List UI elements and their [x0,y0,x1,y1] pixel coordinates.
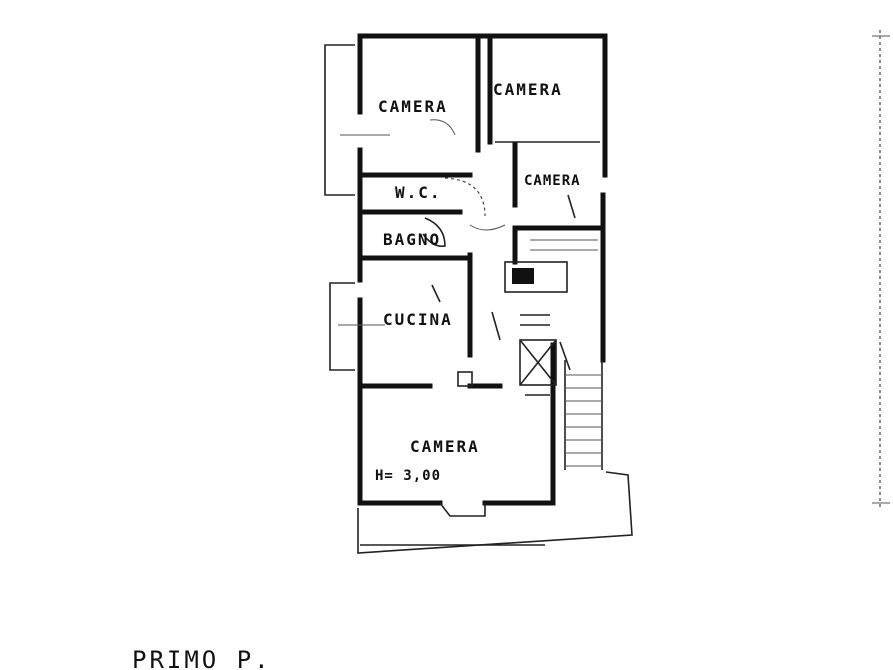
room-label-bagno: BAGNO [383,230,441,249]
room-label-wc: W.C. [395,183,442,202]
floor-label: PRIMO P. [132,646,272,670]
room-label-camera-small: CAMERA [524,173,581,189]
door-swings [422,119,576,517]
staircase [504,239,603,470]
room-label-camera-bottom: CAMERA [410,437,480,456]
balconies [324,44,633,554]
room-label-camera-top-left: CAMERA [378,97,448,116]
outer-walls [357,33,608,506]
interior-walls [362,37,603,506]
ceiling-height-note: H= 3,00 [375,468,441,484]
room-label-camera-top-right: CAMERA [493,80,563,99]
room-label-cucina: CUCINA [383,310,453,329]
sheet-frame-marks [872,30,890,510]
